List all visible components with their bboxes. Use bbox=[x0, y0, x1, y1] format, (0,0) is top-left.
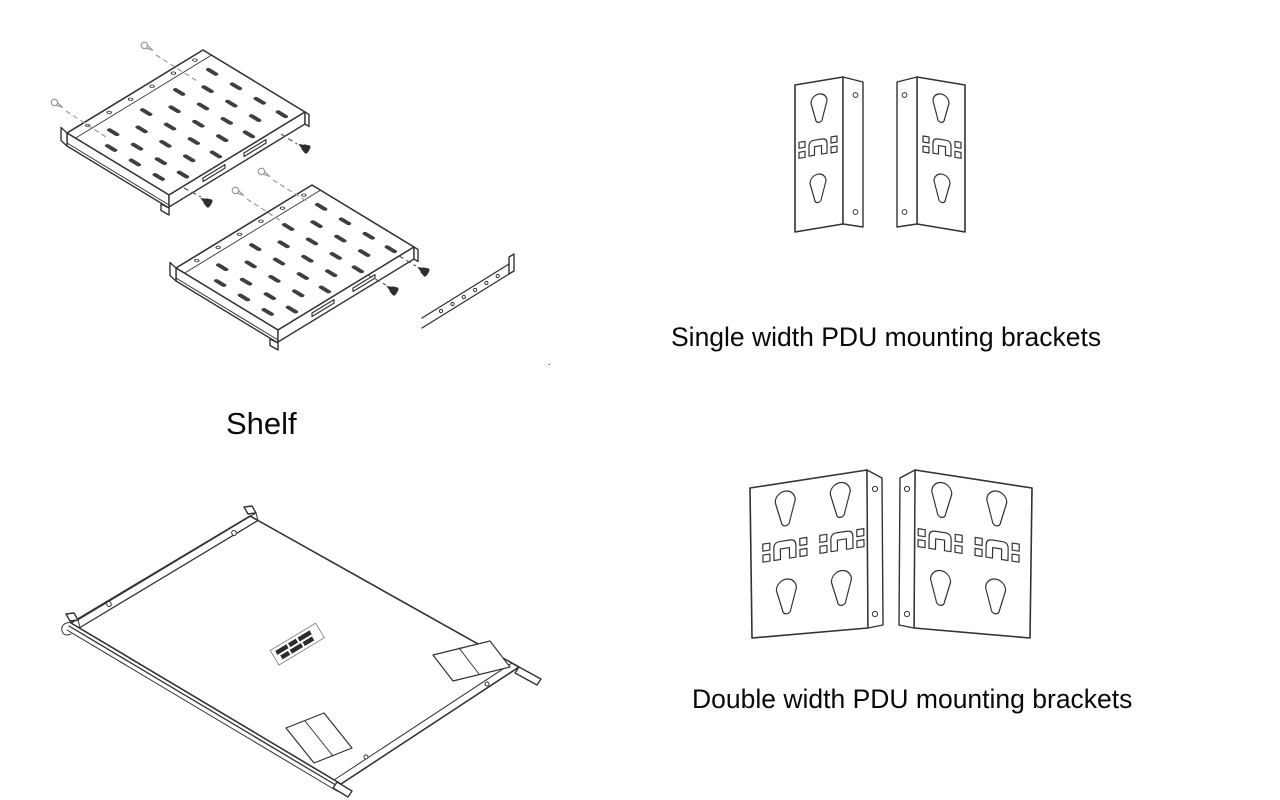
double-pdu-brackets-illustration bbox=[730, 450, 1060, 665]
shelf-bottom bbox=[169, 166, 431, 351]
panel-front-flange bbox=[61, 621, 353, 798]
part-number-stamp bbox=[269, 622, 325, 666]
screw bbox=[296, 140, 312, 155]
screw bbox=[139, 40, 155, 54]
shelf-caption: Shelf bbox=[226, 406, 297, 441]
single-pdu-brackets-illustration bbox=[770, 50, 1000, 250]
single-bracket-left bbox=[795, 77, 863, 232]
single-brackets-caption: Single width PDU mounting brackets bbox=[671, 322, 1102, 352]
double-bracket-left bbox=[750, 470, 883, 638]
screw bbox=[49, 97, 65, 111]
single-bracket-right bbox=[897, 77, 965, 232]
panel-knockout-bottom bbox=[285, 712, 353, 764]
extension-rail-side bbox=[524, 315, 550, 365]
screw bbox=[230, 185, 246, 199]
double-bracket-right bbox=[899, 470, 1032, 638]
panel-rail bbox=[65, 505, 259, 629]
screw bbox=[415, 263, 431, 278]
panel-knockout-right bbox=[432, 640, 511, 682]
shelf-top bbox=[49, 40, 312, 216]
screw bbox=[384, 282, 400, 297]
double-brackets-caption: Double width PDU mounting brackets bbox=[692, 684, 1133, 714]
blank-panel-illustration bbox=[61, 505, 542, 798]
shelf-illustration bbox=[49, 40, 550, 365]
panel-hem bbox=[333, 662, 542, 781]
screw bbox=[256, 166, 272, 180]
extension-rail-rear bbox=[421, 253, 515, 329]
